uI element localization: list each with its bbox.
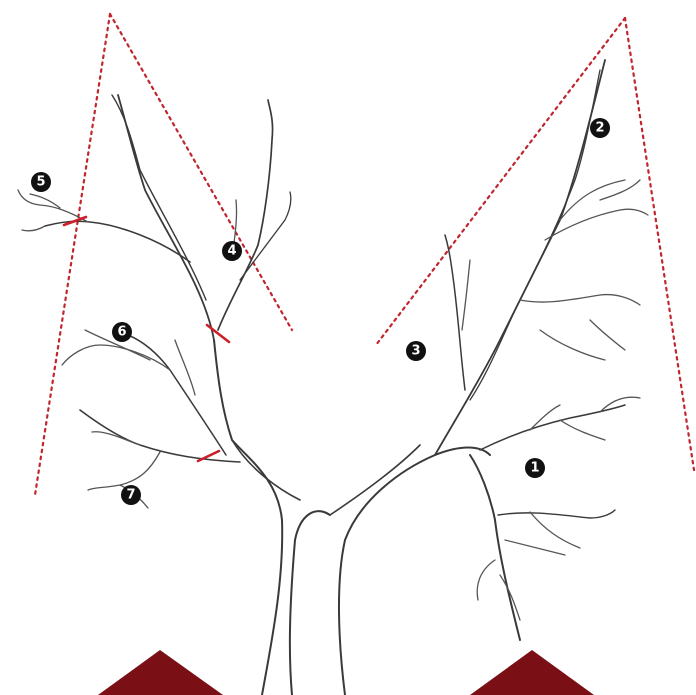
marker-7: 7	[121, 485, 141, 505]
cut-marks	[64, 217, 229, 461]
ground-triangle-left	[98, 650, 223, 695]
guide-line-left-inner	[110, 14, 292, 330]
ground-markers	[98, 650, 594, 695]
marker-3-label: 3	[411, 344, 420, 359]
marker-7-label: 7	[126, 488, 135, 503]
marker-2: 2	[590, 118, 610, 138]
left-tree	[18, 95, 330, 695]
marker-5: 5	[31, 172, 51, 192]
marker-4: 4	[222, 241, 242, 261]
right-trunk	[339, 448, 490, 695]
cut-mark-4	[207, 325, 229, 342]
marker-4-label: 4	[227, 244, 236, 259]
guide-lines	[35, 14, 694, 495]
marker-3: 3	[406, 341, 426, 361]
guide-line-right-inner	[376, 18, 625, 345]
marker-5-label: 5	[36, 175, 45, 190]
marker-2-label: 2	[595, 121, 604, 136]
right-tree	[330, 60, 648, 695]
marker-1-label: 1	[530, 461, 539, 476]
left-trunk	[214, 340, 282, 695]
guide-line-right-outer	[625, 18, 694, 470]
marker-6-label: 6	[117, 325, 126, 340]
ground-triangle-right	[470, 650, 594, 695]
marker-6: 6	[112, 322, 132, 342]
marker-1: 1	[525, 458, 545, 478]
